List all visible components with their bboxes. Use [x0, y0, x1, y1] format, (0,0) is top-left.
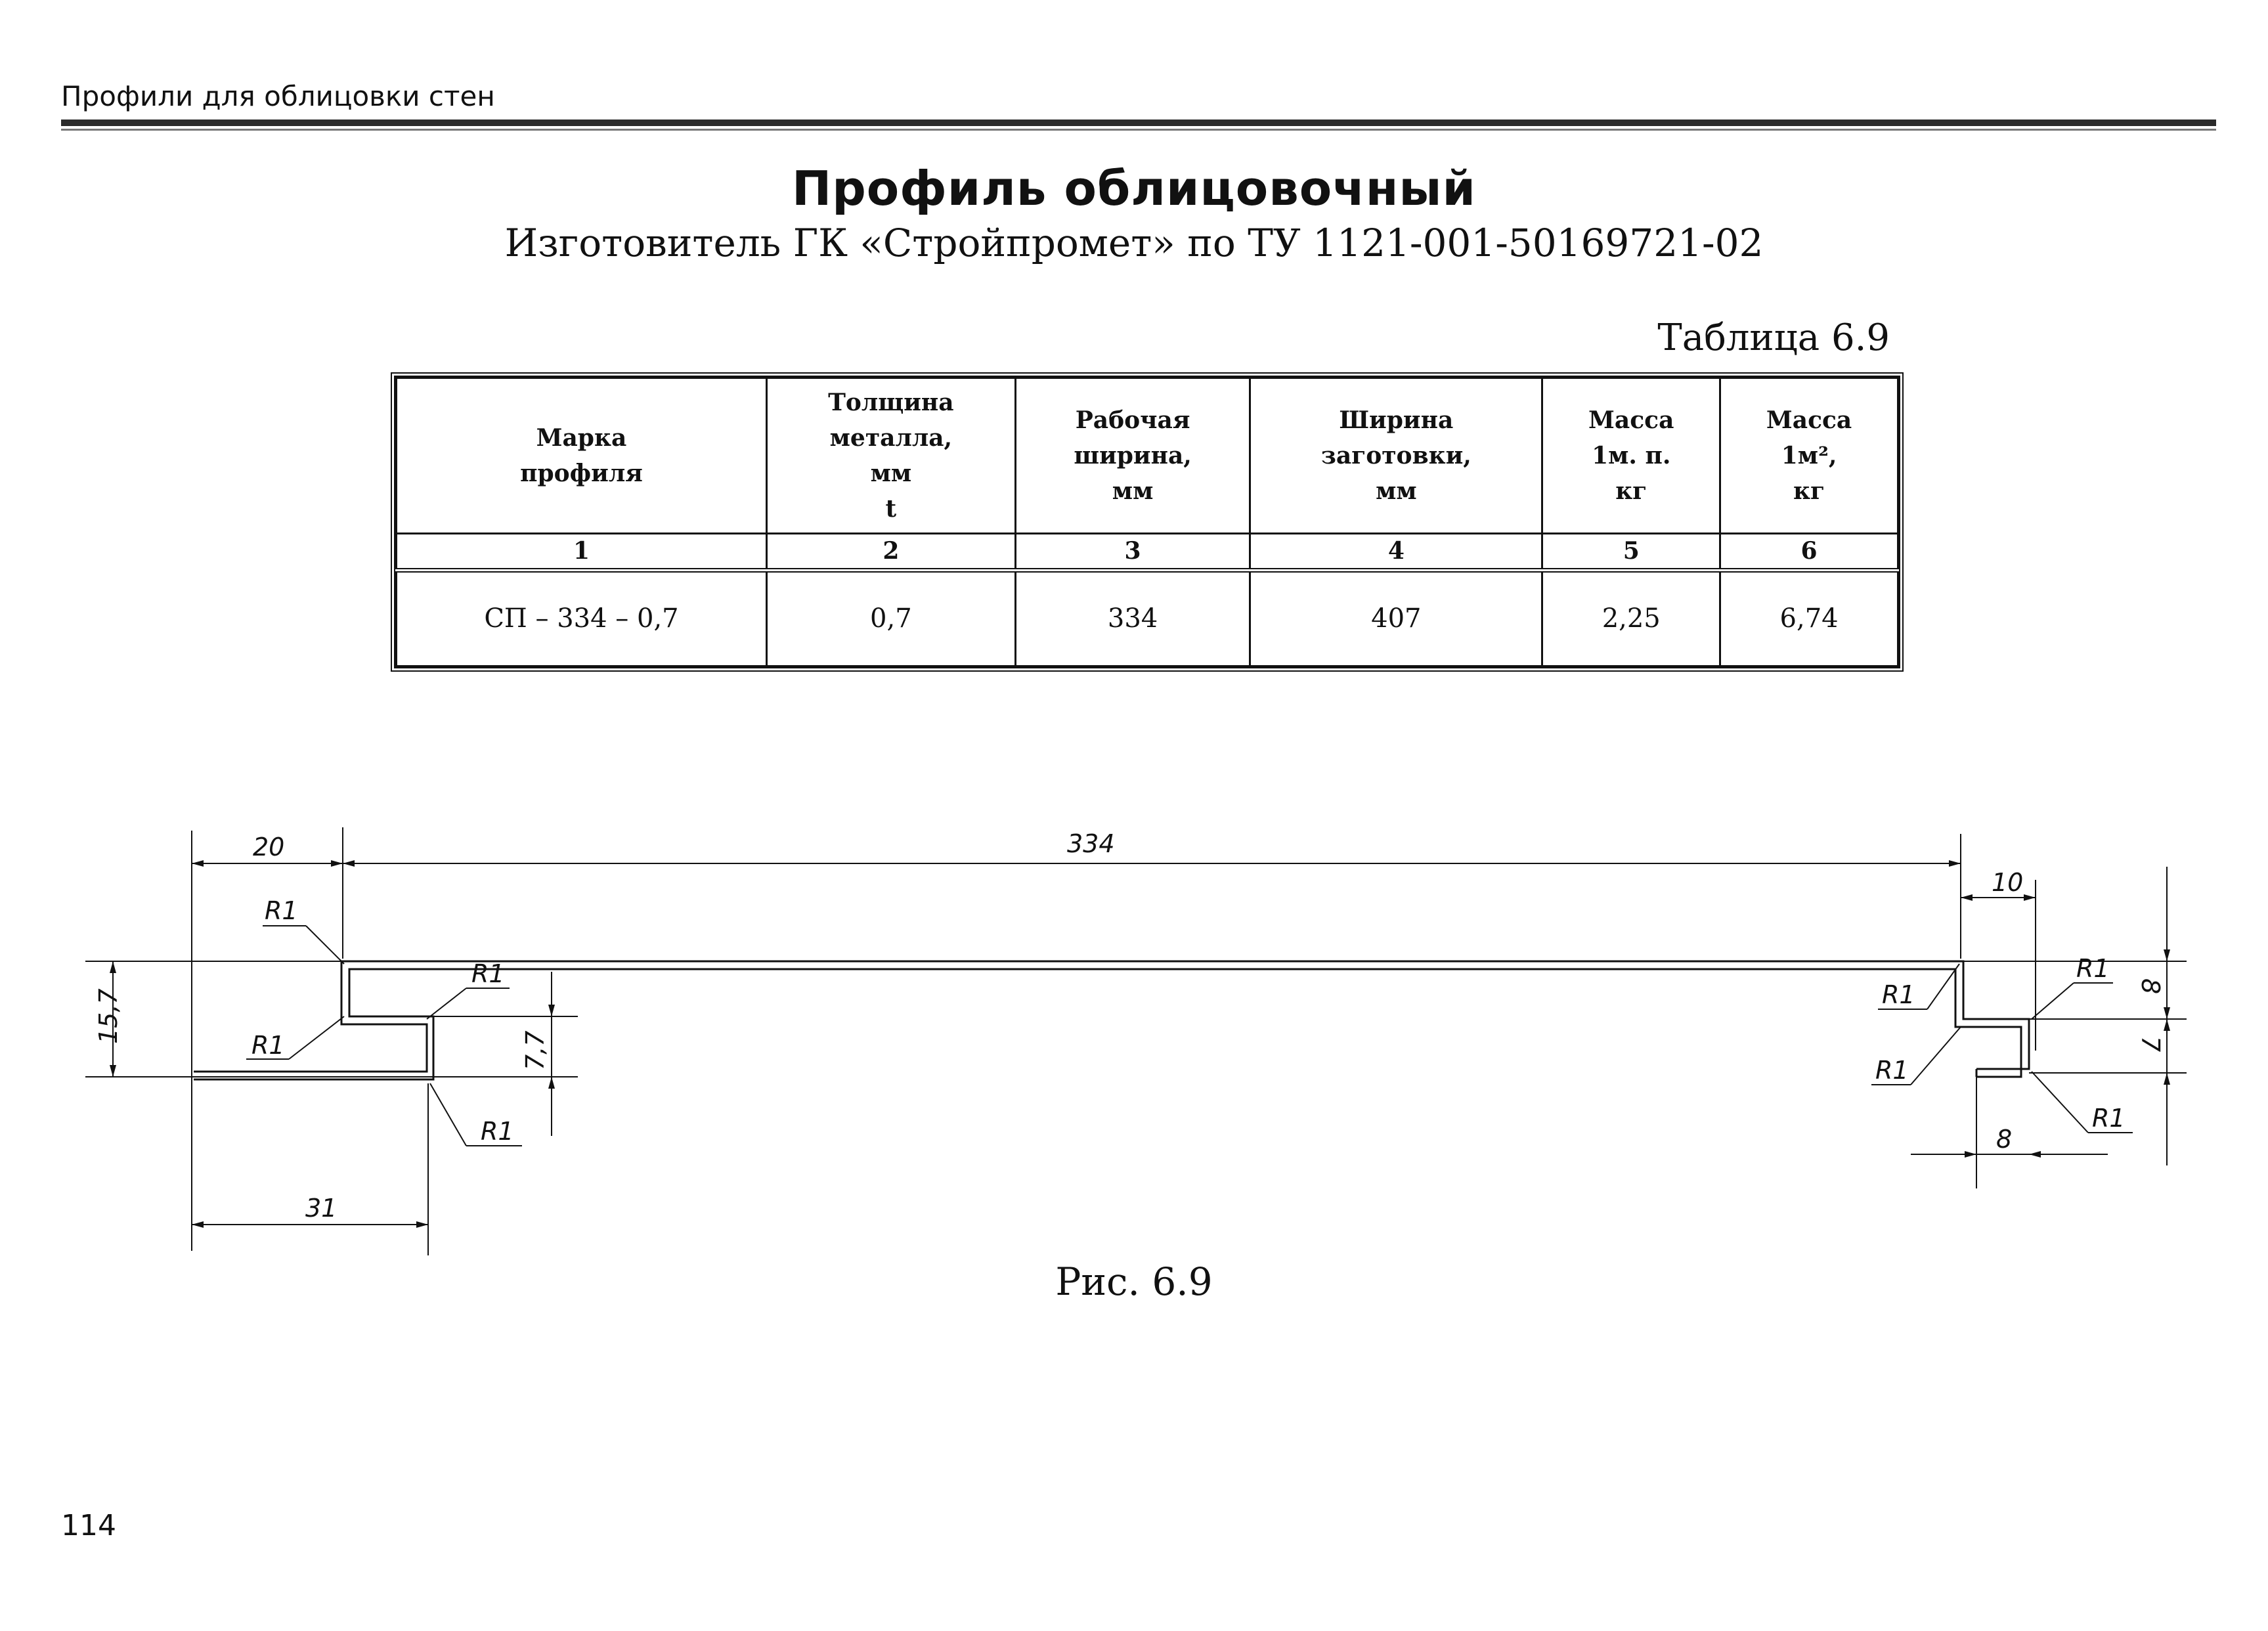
table-cell: СП – 334 – 0,7: [395, 569, 768, 668]
column-number: 6: [1719, 533, 1899, 573]
running-header: Профили для облицовки стен: [61, 80, 495, 112]
radius-label: R1: [2076, 954, 2110, 983]
column-header: Масса 1м. п. кг: [1541, 377, 1722, 534]
radius-label: R1: [251, 1031, 285, 1060]
column-header-line: кг: [1793, 477, 1825, 505]
column-header: Рабочая ширина, мм: [1014, 377, 1252, 534]
table-cell: 6,74: [1719, 569, 1899, 668]
column-header-line: 1м. п.: [1592, 442, 1671, 469]
column-number: 4: [1249, 533, 1544, 573]
dim-label-10: 10: [1992, 868, 2023, 897]
column-header-line: металла,: [829, 424, 953, 452]
dimension-arrows: [110, 860, 2170, 1228]
table-cell: 334: [1014, 569, 1252, 668]
manufacturer-subtitle: Изготовитель ГК «Стройпромет» по ТУ 1121…: [504, 221, 1764, 265]
column-header: Ширина заготовки, мм: [1249, 377, 1544, 534]
column-header-line: Масса: [1766, 406, 1852, 434]
dim-label-31: 31: [305, 1194, 337, 1223]
column-header-line: Толщина: [828, 389, 954, 416]
column-header-line: t: [885, 495, 897, 523]
page-number: 114: [61, 1509, 116, 1542]
dim-label-7-7: 7,7: [521, 1031, 550, 1070]
column-header: Масса 1м², кг: [1719, 377, 1899, 534]
radius-leaders: [246, 925, 2133, 1146]
dim-label-8-right: 8: [2136, 978, 2165, 994]
table-header-row: Марка профиля Толщина металла, мм t Рабочая шир…: [395, 377, 1899, 534]
column-number: 5: [1541, 533, 1722, 573]
dimension-lines: [85, 827, 2187, 1255]
profile-drawing: 20 334 10 15,7 7,7 31 8 7 8 R1 R1 R1 R1 …: [85, 827, 2187, 1255]
column-header: Толщина металла, мм t: [765, 377, 1016, 534]
radius-label: R1: [1882, 980, 1915, 1009]
page-title: Профиль облицовочный: [792, 161, 1476, 216]
dim-label-7-right: 7: [2136, 1036, 2165, 1052]
column-header: Марка профиля: [395, 377, 768, 534]
dim-label-334: 334: [1067, 829, 1115, 858]
radius-label: R1: [1875, 1056, 1909, 1085]
dim-label-15-7: 15,7: [94, 988, 123, 1044]
column-header-line: 1м²,: [1781, 442, 1837, 469]
dimension-labels: 20 334 10 15,7 7,7 31 8 7 8 R1 R1 R1 R1 …: [94, 829, 2165, 1223]
column-header-line: профиля: [520, 460, 643, 487]
spec-table: Марка профиля Толщина металла, мм t Рабочая шир…: [391, 372, 1904, 672]
column-header-line: Ширина: [1339, 406, 1454, 434]
table-cell: 0,7: [765, 569, 1016, 668]
column-number: 3: [1014, 533, 1252, 573]
column-header-line: Рабочая: [1075, 406, 1190, 434]
column-header-line: ширина,: [1074, 442, 1192, 469]
table-cell: 2,25: [1541, 569, 1722, 668]
column-number: 1: [395, 533, 768, 573]
dim-label-8-bottom: 8: [1996, 1125, 2012, 1154]
profile-outline: [194, 960, 2030, 1081]
table-label: Таблица 6.9: [1657, 316, 1890, 359]
header-rule: [61, 120, 2216, 126]
column-header-line: мм: [1376, 477, 1417, 505]
column-header-line: Масса: [1588, 406, 1674, 434]
radius-label: R1: [481, 1117, 514, 1146]
radius-label: R1: [2092, 1104, 2126, 1133]
column-number: 2: [765, 533, 1016, 573]
header-rule-thin: [61, 129, 2216, 131]
dim-label-20: 20: [253, 833, 284, 861]
column-header-line: мм: [870, 460, 912, 487]
table-cell: 407: [1249, 569, 1544, 668]
column-header-line: мм: [1112, 477, 1154, 505]
column-header-line: Марка: [536, 424, 627, 452]
column-header-line: кг: [1615, 477, 1647, 505]
radius-label: R1: [265, 896, 298, 925]
radius-label: R1: [471, 959, 505, 988]
figure-caption: Рис. 6.9: [1055, 1259, 1213, 1304]
column-header-line: заготовки,: [1320, 442, 1472, 469]
